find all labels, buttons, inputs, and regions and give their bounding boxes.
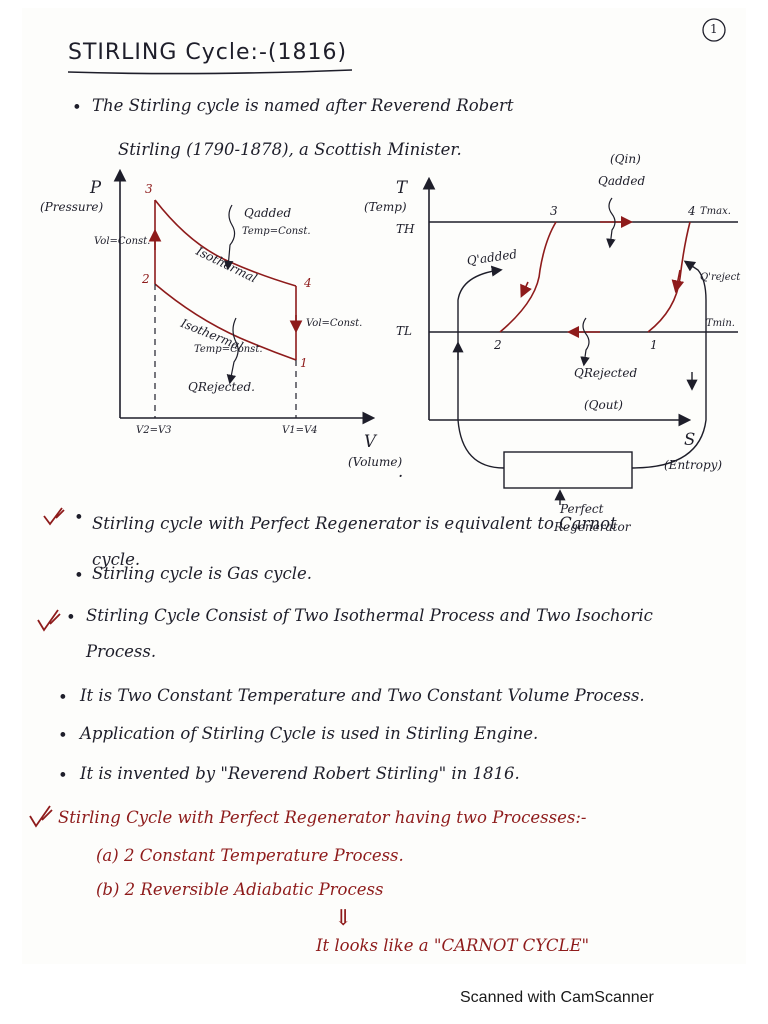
intro-bullet-dot: • <box>72 98 82 117</box>
bullet-6-dot: • <box>58 766 68 785</box>
page-number-circle <box>702 18 726 42</box>
bullet-3-dot: • <box>66 608 76 627</box>
intro-line-1: The Stirling cycle is named after Revere… <box>92 96 514 115</box>
pv-temp-const-top: Temp=Const. <box>242 226 311 237</box>
check-marks <box>29 507 65 828</box>
bullet-4: It is Two Constant Temperature and Two C… <box>80 686 645 705</box>
pv-isotherm-1-2 <box>154 283 297 361</box>
ts-q-added-top: Qadded <box>598 174 646 188</box>
bullet-5: Application of Stirling Cycle is used in… <box>80 724 539 743</box>
bullet-1: Stirling cycle with Perfect Regenerator … <box>92 514 617 569</box>
bullet-1-dot: • <box>74 508 84 527</box>
pv-axes <box>113 168 376 425</box>
pv-y-symbol: P <box>90 178 102 197</box>
regenerator-loop <box>452 260 707 505</box>
pv-point-2: 2 <box>142 272 150 286</box>
pv-q-rejected: QRejected. <box>188 380 255 394</box>
pv-point-1: 1 <box>300 356 308 370</box>
ts-tmin-label: Tmin. <box>706 318 735 329</box>
ts-point-1: 1 <box>650 338 658 352</box>
title-underline <box>67 69 353 75</box>
bullet-4-dot: • <box>58 688 68 707</box>
ts-x-symbol: S <box>684 430 696 449</box>
ts-tl-label: TL <box>396 324 412 338</box>
ts-q-out: (Qout) <box>584 398 623 412</box>
ts-th-label: TH <box>396 222 415 236</box>
pv-x-label: (Volume) <box>348 455 403 469</box>
ts-q-in: (Qin) <box>610 152 641 166</box>
ts-point-3: 3 <box>550 204 558 218</box>
ts-y-label: (Temp) <box>364 200 407 214</box>
bullet-2: Stirling cycle is Gas cycle. <box>92 564 312 583</box>
ts-curve-2-3 <box>499 221 557 333</box>
pv-vol-const-left: Vol=Const. <box>94 236 151 247</box>
pv-q-arrows <box>223 204 239 385</box>
ts-q-rejected: QRejected <box>574 366 638 380</box>
regen-heading: Stirling Cycle with Perfect Regenerator … <box>58 808 587 827</box>
page-title: STIRLING Cycle:-(1816) <box>68 40 348 65</box>
pv-vol-const-right: Vol=Const. <box>306 318 363 329</box>
pv-q-added: Qadded <box>244 206 292 220</box>
pv-point-3: 3 <box>145 182 153 196</box>
bullet-3-cont: Process. <box>86 642 157 661</box>
regen-item-a: (a) 2 Constant Temperature Process. <box>96 846 404 865</box>
bullet-5-dot: • <box>58 726 68 745</box>
ts-curve-1-4 <box>647 221 691 333</box>
bullet-3: Stirling Cycle Consist of Two Isothermal… <box>86 606 653 625</box>
notebook-page <box>22 8 746 964</box>
pv-x-tick-left: V2=V3 <box>136 425 172 436</box>
ts-point-2: 2 <box>494 338 502 352</box>
pv-point-4: 4 <box>304 276 312 290</box>
pv-temp-const-bottom: Temp=Const. <box>194 344 263 355</box>
regenerator-label-2: Regenerator <box>554 520 631 534</box>
ts-tmax-label: Tmax. <box>700 206 731 217</box>
ts-x-label: (Entropy) <box>664 458 723 472</box>
page-number: 1 <box>710 22 718 36</box>
ts-q-reject-right: Q'reject <box>700 272 741 283</box>
ts-heat-squiggles <box>580 197 616 367</box>
pv-y-label: (Pressure) <box>40 200 104 214</box>
bullet-2-dot: • <box>74 566 84 585</box>
ts-isotherm-arrows <box>567 216 633 338</box>
intro-line-2: Stirling (1790-1878), a Scottish Ministe… <box>118 140 462 159</box>
title-small-dot: . <box>398 462 404 481</box>
ts-point-4: 4 <box>688 204 696 218</box>
ts-cycle <box>499 221 691 333</box>
regen-conclusion: It looks like a "CARNOT CYCLE" <box>316 936 590 955</box>
pv-x-tick-right: V1=V4 <box>282 425 318 436</box>
regenerator-label-1: Perfect <box>560 502 604 516</box>
scanner-footer: Scanned with CamScanner <box>460 989 654 1006</box>
ts-y-symbol: T <box>396 178 408 197</box>
pv-x-symbol: V <box>364 432 376 451</box>
regen-down-arrow: ⇓ <box>334 906 353 931</box>
regen-item-b: (b) 2 Reversible Adiabatic Process <box>96 880 384 899</box>
pv-dashed <box>154 284 297 418</box>
bullet-6: It is invented by "Reverend Robert Stirl… <box>80 764 520 783</box>
